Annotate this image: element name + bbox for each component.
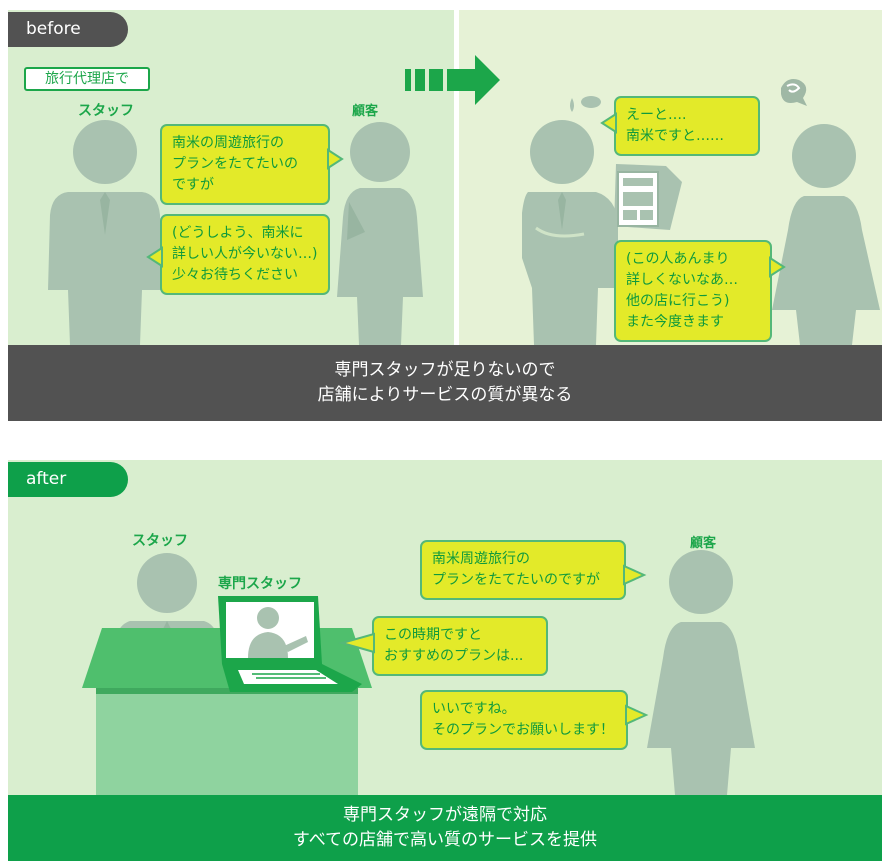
after-banner: 専門スタッフが遠隔で対応 すべての店舗で高い質のサービスを提供: [8, 795, 882, 861]
bubble-line: 南米の周遊旅行の: [172, 135, 284, 151]
bubble-request-after: 南米周遊旅行の プランをたてたいのですが: [420, 540, 626, 600]
before-staff-label: スタッフ: [78, 103, 134, 119]
bubble-tail: [146, 246, 163, 268]
before-banner: 専門スタッフが足りないので 店舗によりサービスの質が異なる: [8, 345, 882, 421]
bubble-line: 詳しい人が今いない…): [172, 246, 318, 262]
bubble-customer-thought: (この人あんまり 詳しくないなあ… 他の店に行こう) また今度きます: [614, 240, 772, 342]
before-banner-line: 専門スタッフが足りないので: [334, 360, 556, 380]
bubble-tail: [338, 632, 375, 654]
after-customer-figure: [647, 550, 755, 795]
after-tab-label: after: [26, 469, 67, 489]
brochure-icon: [614, 164, 682, 230]
before-staff-figure: [48, 120, 162, 345]
bubble-line: えーと….: [626, 107, 687, 123]
before-banner-line: 店舗によりサービスの質が異なる: [317, 385, 573, 405]
bubble-line: プランをたてたいの: [172, 156, 298, 172]
after-banner-line: 専門スタッフが遠隔で対応: [343, 805, 547, 825]
bubble-line: (どうしよう、南米に: [172, 225, 304, 241]
after-staff-label: スタッフ: [132, 533, 188, 549]
bubble-specialist: この時期ですと おすすめのプランは...: [372, 616, 548, 676]
bubble-customer-reply: いいですね。 そのプランでお願いします！: [420, 690, 628, 750]
bubble-line: 南米ですと……: [626, 128, 724, 144]
bubble-line: おすすめのプランは...: [384, 648, 524, 664]
bubble-staff-thought: (どうしよう、南米に 詳しい人が今いない…) 少々お待ちください: [160, 214, 330, 295]
bubble-line: この時期ですと: [384, 627, 482, 643]
before-staff-unsure-figure: [522, 120, 618, 345]
bubble-request-before: 南米の周遊旅行の プランをたてたいの ですが: [160, 124, 330, 205]
bubble-tail: [623, 564, 647, 586]
bubble-line: 南米周遊旅行の: [432, 551, 530, 567]
laptop-icon: [218, 596, 362, 692]
bubble-line: そのプランでお願いします！: [432, 722, 614, 738]
before-customer-doubt-figure: [772, 124, 880, 345]
bubble-line: 詳しくないなあ…: [626, 272, 738, 288]
before-tab-label: before: [26, 19, 81, 39]
bubble-line: いいですね。: [432, 701, 516, 717]
bubble-tail: [625, 704, 649, 726]
bubble-tail: [600, 112, 617, 134]
before-customer-label: 顧客: [352, 104, 379, 119]
transition-arrow-icon: [405, 55, 500, 105]
bubble-line: 少々お待ちください: [172, 267, 298, 283]
after-tab: after: [8, 462, 128, 497]
after-customer-label: 顧客: [690, 536, 717, 551]
sweat-drops-icon: [570, 96, 601, 112]
bubble-line: ですが: [172, 177, 214, 193]
place-label: 旅行代理店で: [24, 67, 150, 91]
place-label-text: 旅行代理店で: [45, 71, 129, 87]
before-customer-figure: [337, 122, 423, 345]
bubble-line: プランをたてたいのですが: [432, 572, 600, 588]
specialist-label: 専門スタッフ: [218, 576, 302, 592]
bubble-line: また今度きます: [626, 314, 724, 330]
after-banner-line: すべての店舗で高い質のサービスを提供: [292, 830, 598, 850]
bubble-line: (この人あんまり: [626, 251, 730, 267]
bubble-tail: [327, 148, 344, 170]
before-tab: before: [8, 12, 128, 47]
bubble-tail: [769, 256, 786, 278]
bubble-staff-unsure: えーと…. 南米ですと……: [614, 96, 760, 156]
confused-icon: [781, 79, 807, 106]
bubble-line: 他の店に行こう): [626, 293, 730, 309]
